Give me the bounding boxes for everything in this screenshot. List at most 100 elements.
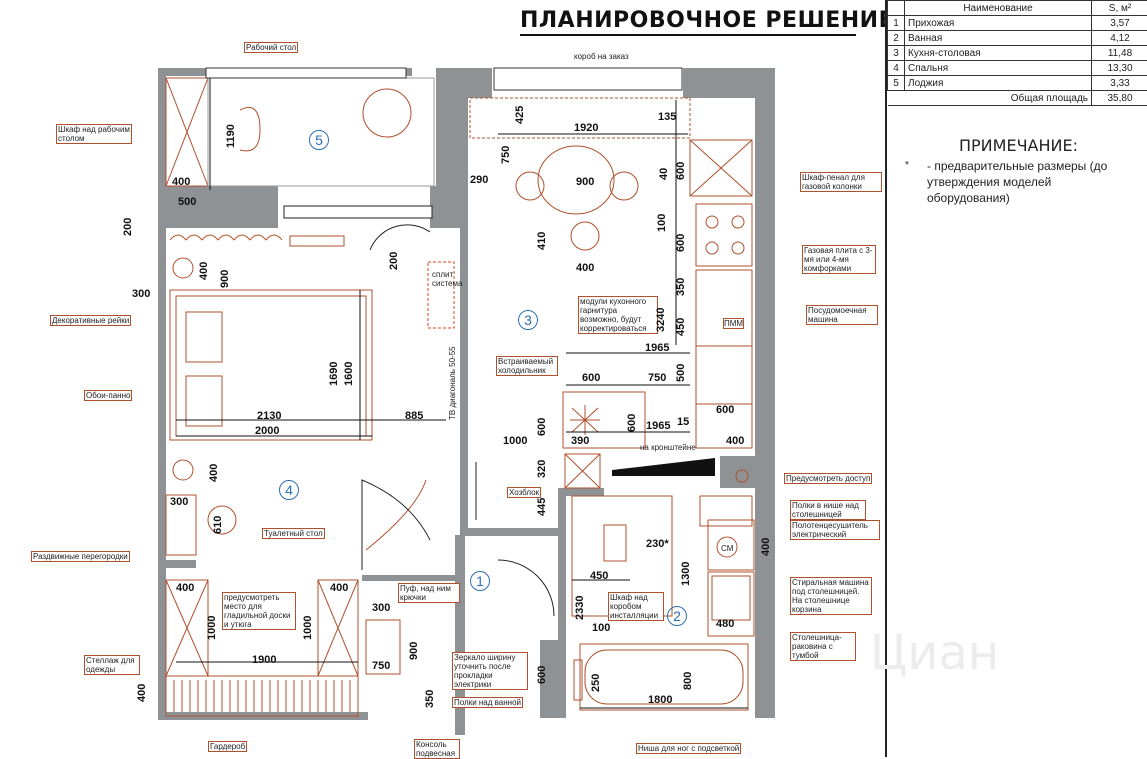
dim: 600 bbox=[536, 666, 548, 684]
table-header-row: Наименование S, м² bbox=[888, 1, 1147, 16]
row-num: 2 bbox=[888, 31, 905, 46]
dim: 400 bbox=[330, 582, 348, 594]
dim: 400 bbox=[136, 684, 148, 702]
room-number-4: 4 bbox=[279, 480, 299, 500]
dim: 610 bbox=[212, 516, 224, 534]
area-table: Наименование S, м² 1 Прихожая 3,57 2 Ван… bbox=[887, 0, 1147, 106]
row-num: 4 bbox=[888, 61, 905, 76]
dim: 100 bbox=[656, 214, 668, 232]
callout-vanity: Туалетный стол bbox=[262, 528, 325, 539]
row-num: 1 bbox=[888, 16, 905, 31]
callout-ironing: предусмотреть место для гладильной доски… bbox=[222, 592, 296, 630]
dim: 200 bbox=[122, 218, 134, 236]
dim: 300 bbox=[372, 602, 390, 614]
label-sm: СМ bbox=[721, 544, 733, 553]
label-split: сплит система bbox=[432, 270, 452, 288]
callout-pouf: Пуф, над ним крючки bbox=[398, 583, 460, 603]
dim: 750 bbox=[500, 146, 512, 164]
dim: 300 bbox=[170, 496, 188, 508]
dim: 400 bbox=[208, 464, 220, 482]
callout-wardrobe-desk: Шкаф над рабочим столом bbox=[56, 124, 132, 144]
table-row: 2 Ванная 4,12 bbox=[888, 31, 1147, 46]
callout-wall-panel: Обои-панно bbox=[84, 390, 132, 401]
dim: 500 bbox=[178, 196, 196, 208]
dim: 900 bbox=[219, 270, 231, 288]
table-row: 5 Лоджия 3,33 bbox=[888, 76, 1147, 91]
total-label: Общая площадь bbox=[888, 91, 1092, 106]
dim: 400 bbox=[172, 176, 190, 188]
loggia-window bbox=[206, 68, 406, 78]
label-pmm: ПММ bbox=[723, 318, 744, 329]
dim: 400 bbox=[198, 262, 210, 280]
dim: 450 bbox=[590, 570, 608, 582]
dim: 320 bbox=[536, 460, 548, 478]
dim: 900 bbox=[408, 642, 420, 660]
callout-wardrobe: Гардероб bbox=[208, 741, 247, 752]
dim: 350 bbox=[675, 278, 687, 296]
row-num: 3 bbox=[888, 46, 905, 61]
dim: 400 bbox=[176, 582, 194, 594]
dim: 1920 bbox=[574, 122, 598, 134]
row-area: 13,30 bbox=[1092, 61, 1147, 76]
dim: 250 bbox=[590, 674, 602, 692]
dim: 100 bbox=[592, 622, 610, 634]
dim: 400 bbox=[760, 538, 772, 556]
row-area: 3,57 bbox=[1092, 16, 1147, 31]
table-total-row: Общая площадь 35,80 bbox=[888, 91, 1147, 106]
dim: 1965 bbox=[645, 342, 669, 354]
dim: 885 bbox=[405, 410, 423, 422]
dim: 390 bbox=[571, 435, 589, 447]
dim: 425 bbox=[514, 106, 526, 124]
room-number-5: 5 bbox=[309, 130, 329, 150]
dim: 500 bbox=[675, 364, 687, 382]
dim: 1000 bbox=[302, 616, 314, 640]
table-header-area: S, м² bbox=[1092, 1, 1147, 16]
row-name: Прихожая bbox=[905, 16, 1092, 31]
label-tv: ТВ диагональ 50-55 bbox=[448, 346, 457, 420]
dim: 750 bbox=[372, 660, 390, 672]
floor-plan: ПЛАНИРОВОЧНОЕ РЕШЕНИЕ 5 3 4 1 2 Рабочий … bbox=[0, 0, 885, 757]
callout-niche-shelves: Полки в нише над столешницей bbox=[790, 500, 866, 520]
dim: 400 bbox=[726, 435, 744, 447]
total-value: 35,80 bbox=[1092, 91, 1147, 106]
table-row: 3 Кухня-столовая 11,48 bbox=[888, 46, 1147, 61]
dim: 40 bbox=[658, 168, 670, 180]
dim: 1190 bbox=[225, 124, 237, 148]
dim: 230* bbox=[646, 538, 669, 550]
row-name: Лоджия bbox=[905, 76, 1092, 91]
dim: 600 bbox=[626, 414, 638, 432]
row-area: 3,33 bbox=[1092, 76, 1147, 91]
room-number-3: 3 bbox=[518, 310, 538, 330]
callout-sink-top: Столешница-раковина с тумбой bbox=[790, 632, 856, 661]
dim: 1800 bbox=[648, 694, 672, 706]
callout-pencil-case: Шкаф-пенал для газовой колонки bbox=[800, 172, 882, 192]
dim: 15 bbox=[677, 416, 689, 428]
dim: 410 bbox=[536, 232, 548, 250]
callout-rack: Стеллаж для одежды bbox=[84, 655, 140, 675]
callout-console: Консоль подвесная bbox=[414, 739, 460, 759]
callout-washer: Стиральная машина под столешницей. На ст… bbox=[790, 577, 872, 615]
dim: 600 bbox=[582, 372, 600, 384]
kitchen-window bbox=[494, 68, 682, 90]
note-star: * bbox=[905, 160, 909, 171]
room-number-2: 2 bbox=[667, 606, 687, 626]
callout-mirror: Зеркало ширину уточнить после прокладки … bbox=[452, 652, 528, 690]
dim: 1965 bbox=[646, 420, 670, 432]
dim: 800 bbox=[682, 672, 694, 690]
callout-desk: Рабочий стол bbox=[244, 42, 298, 53]
callout-decor-slats: Декоративные рейки bbox=[50, 315, 131, 326]
note-title: ПРИМЕЧАНИЕ: bbox=[959, 136, 1078, 155]
callout-box-cabinet: Шкаф над коробом инсталляции bbox=[608, 592, 664, 621]
watermark: Циан bbox=[870, 625, 999, 681]
dim: 900 bbox=[576, 176, 594, 188]
dim: 3240 bbox=[655, 308, 667, 332]
label-bracket: на кронштейне bbox=[640, 443, 696, 452]
dim: 1000 bbox=[503, 435, 527, 447]
dim: 1300 bbox=[680, 562, 692, 586]
callout-towel-dryer: Полотенцесушитель электрический bbox=[790, 520, 880, 540]
dim: 445 bbox=[536, 498, 548, 516]
dim: 200 bbox=[388, 252, 400, 270]
callout-foot-niche: Ниша для ног с подсветкой bbox=[636, 743, 741, 754]
dim: 1900 bbox=[252, 654, 276, 666]
row-name: Ванная bbox=[905, 31, 1092, 46]
